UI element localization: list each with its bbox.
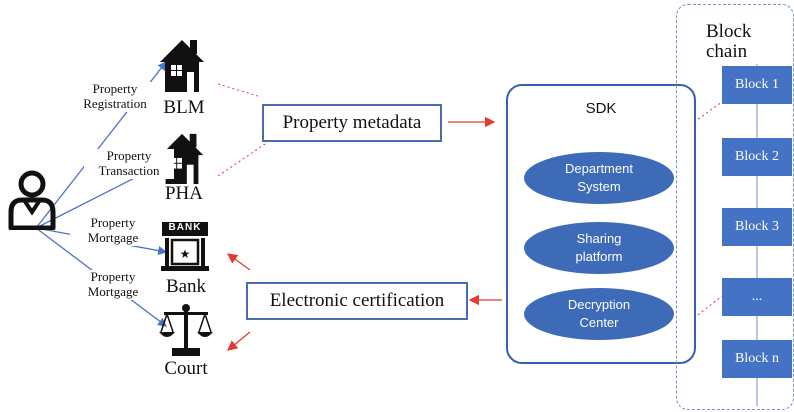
block-item: Block 3 (722, 208, 792, 246)
actor-name-court: Court (164, 358, 208, 379)
actor-name-pha: PHA (164, 183, 203, 204)
house-icon (160, 40, 204, 92)
actor-name-bank: Bank (165, 276, 207, 297)
electronic-certification-box: Electronic certification (246, 282, 468, 320)
block-item: ... (722, 278, 792, 316)
bank-sign-text: BANK (168, 222, 202, 233)
dotted-pha-metadata (217, 141, 269, 177)
dotted-sdk-block1 (693, 101, 723, 123)
bank-icon: ★ BANK (160, 220, 210, 272)
sdk-title: SDK (585, 100, 617, 117)
arrow-cert-court (226, 331, 251, 351)
block-item: Block 2 (722, 138, 792, 176)
block-item: Block 1 (722, 66, 792, 104)
scales-icon (159, 304, 213, 356)
property-metadata-box: Property metadata (262, 104, 442, 142)
svg-text:★: ★ (180, 247, 191, 261)
actor-name-blm: BLM (163, 97, 205, 118)
block-item: Block n (722, 340, 792, 378)
user-icon (8, 170, 56, 230)
dotted-sdk-blockdots (693, 295, 723, 319)
arrow-cert-bank (226, 253, 251, 271)
dotted-blm-metadata (217, 83, 259, 97)
